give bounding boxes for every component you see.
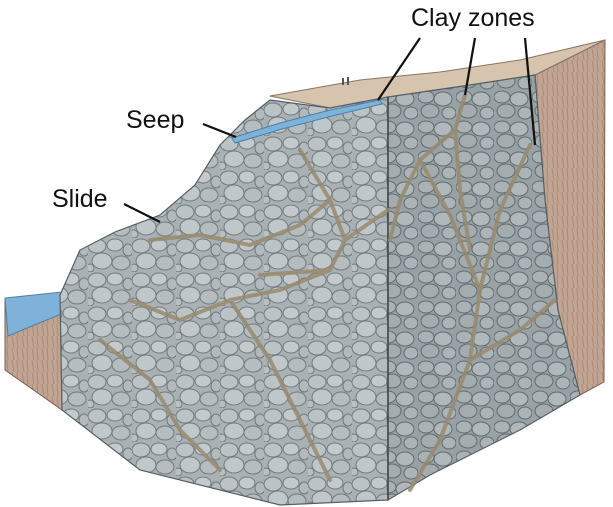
label-slide: Slide bbox=[52, 187, 108, 212]
label-seep: Seep bbox=[126, 108, 184, 133]
leader-slide bbox=[124, 204, 160, 222]
leader-seep bbox=[203, 124, 236, 137]
label-clay-zones: Clay zones bbox=[411, 6, 535, 31]
